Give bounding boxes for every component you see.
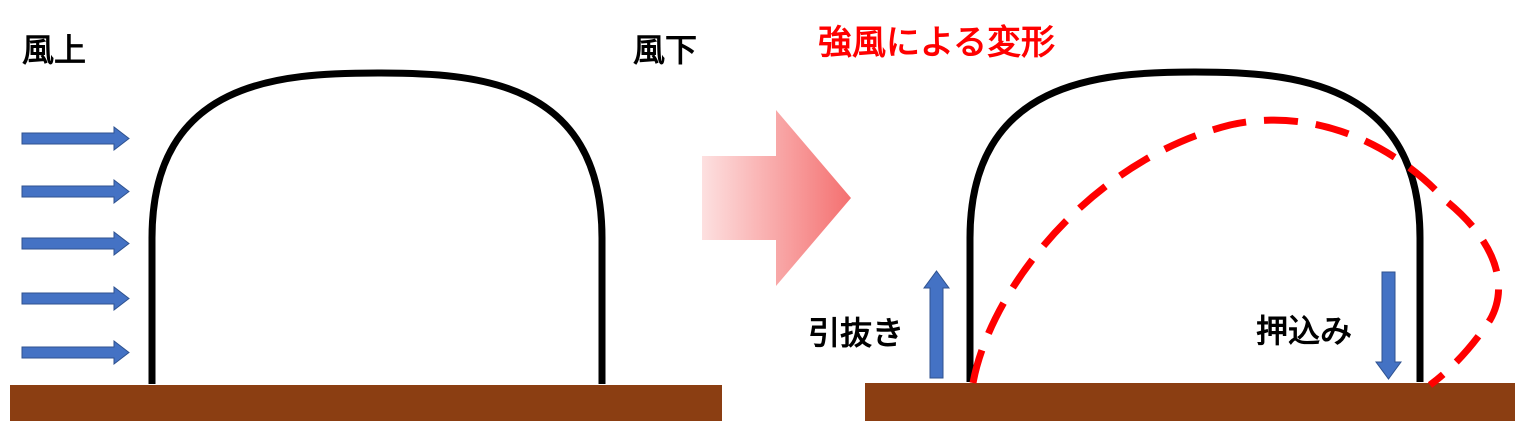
wind-arrow-icon [21,230,130,257]
ground-right [865,383,1515,421]
leeward-label: 風下 [633,31,698,69]
push-in-arrow-icon [1375,271,1402,380]
wind-arrow-icon [21,339,130,366]
pull-out-label: 引抜き [808,314,905,352]
greenhouse-frame-left [148,69,606,384]
transition-arrow-icon [702,110,851,286]
windward-label: 風上 [22,31,87,69]
deformed-frame-dashed [969,116,1503,388]
right-scene [865,68,1515,421]
deformation-title: 強風による変形 [818,23,1055,63]
left-scene [10,69,722,421]
wind-arrows [21,125,130,366]
ground-left [10,385,722,421]
pull-out-arrow-icon [923,270,950,379]
wind-arrow-icon [21,125,130,152]
wind-arrow-icon [21,178,130,205]
push-in-label: 押込み [1256,312,1353,350]
wind-arrow-icon [21,285,130,312]
greenhouse-frame-right [966,68,1424,382]
